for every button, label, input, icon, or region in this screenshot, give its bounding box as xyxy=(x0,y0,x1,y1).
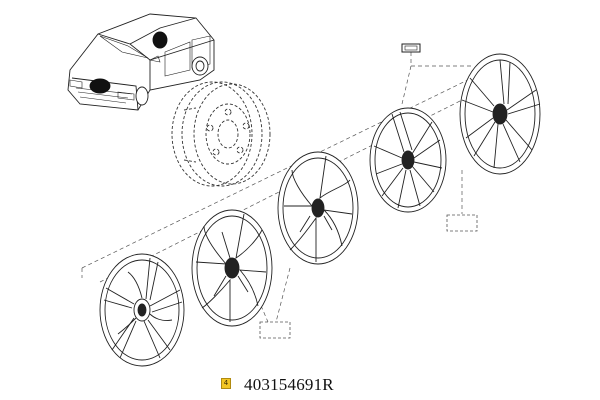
steel-rim xyxy=(171,81,271,187)
placeholder-boxes xyxy=(259,214,478,339)
small-label-box xyxy=(401,43,421,53)
car-illustration xyxy=(67,13,215,111)
callout-badge[interactable]: 4 xyxy=(221,378,231,389)
callout-number: 4 xyxy=(223,379,229,387)
hubcap-1 xyxy=(99,253,185,367)
hubcap-2 xyxy=(191,209,273,327)
hubcap-3 xyxy=(277,151,359,265)
part-number[interactable]: 403154691R xyxy=(244,375,334,394)
hubcap-5 xyxy=(459,53,541,175)
hubcap-4 xyxy=(369,107,447,213)
